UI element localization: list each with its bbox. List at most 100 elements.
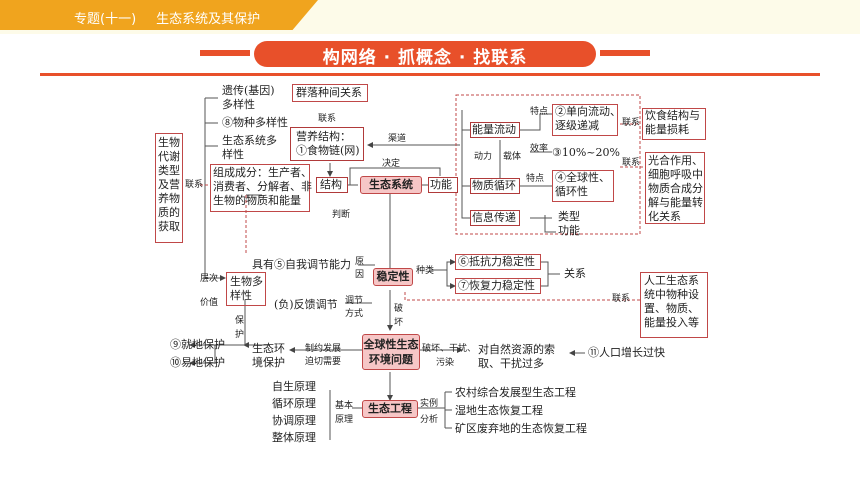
ecosystem-node: 生态系统	[360, 176, 422, 194]
regulate-label: 调节	[345, 296, 364, 306]
link1-label: 联系	[622, 118, 641, 128]
power-label: 动力	[474, 152, 493, 162]
resource-label: 对自然资源的索取、干扰过多	[478, 343, 555, 370]
example-3: 矿区废弃地的生态恢复工程	[455, 422, 587, 435]
value-label: 价值	[200, 298, 219, 308]
banner-wing-right	[600, 50, 650, 56]
link3-label: 联系	[612, 294, 631, 304]
genetic-diversity-label: 遗传(基因)多样性	[222, 84, 275, 111]
function-box	[428, 177, 458, 193]
one-way-box	[552, 104, 618, 136]
judge-label: 判断	[332, 210, 351, 220]
pollute-label: 污染	[436, 358, 455, 368]
stability-node: 稳定性	[373, 268, 413, 286]
diet-box	[642, 108, 706, 140]
principle-1: 自生原理	[272, 380, 316, 393]
photosynthesis-box	[645, 152, 705, 224]
community-link-label: 联系	[318, 114, 337, 124]
biodiversity-box	[226, 272, 266, 306]
global-cycle-label: ④全球性、循环性	[555, 171, 610, 198]
cause-label: 原	[355, 257, 365, 267]
artificial-label: 人工生态系统中物种设置、物质、能量投入等	[644, 274, 699, 329]
metabolism-box	[155, 133, 183, 243]
resist-label: ⑥抵抗力稳定性	[458, 255, 535, 268]
kind-label: 种类	[416, 266, 435, 276]
biodiversity-label: 生物多样性	[230, 275, 263, 302]
community-box	[292, 84, 368, 102]
global-cycle-box	[552, 170, 614, 202]
env-protect-label: 生态环境保护	[252, 342, 285, 369]
feedback-label: (负)反馈调节	[274, 298, 338, 311]
func-label: 功能	[558, 224, 580, 237]
banner	[254, 41, 596, 67]
banner-title: 构网络 · 抓概念 · 找联系	[322, 48, 528, 68]
feature-label: 特点	[530, 107, 549, 117]
link2-label: 联系	[622, 158, 641, 168]
metabolism-link-label: 联系	[185, 180, 204, 190]
example-1: 农村综合发展型生态工程	[455, 386, 576, 399]
diet-label: 饮食结构与能量损耗	[645, 109, 700, 136]
header-tab	[0, 0, 318, 30]
info-transfer-box	[470, 210, 520, 226]
destroy-label-2: 坏	[394, 318, 404, 328]
destroy-label: 破	[394, 304, 404, 314]
resist-box	[455, 254, 541, 270]
damage-label: 破坏、干扰、	[422, 344, 477, 354]
topic-label: 专题(十一)	[74, 12, 137, 27]
principle-label: 原理	[335, 415, 354, 425]
artificial-box	[640, 272, 708, 338]
self-regulation-label: 具有⑤自我调节能力	[252, 258, 351, 271]
species-diversity-label: ⑧物种多样性	[222, 116, 288, 129]
example-label: 实例	[420, 399, 439, 409]
decide-label: 决定	[382, 159, 401, 169]
global-env-node: 全球性生态环境问题	[362, 334, 420, 370]
onsite-protect-label: ⑨就地保护	[170, 338, 225, 351]
principle-3: 协调原理	[272, 414, 316, 427]
example-2: 湿地生态恢复工程	[455, 404, 543, 417]
type-label: 类型	[558, 210, 580, 223]
structure-label: 结构	[320, 178, 342, 191]
recover-box	[455, 278, 541, 294]
recover-label: ⑦恢复力稳定性	[458, 279, 535, 292]
population-label: ⑪人口增长过快	[588, 346, 665, 359]
photosynthesis-label: 光合作用、细胞呼吸中物质合成分解与能量转化关系	[648, 154, 703, 223]
basic-label: 基本	[335, 401, 354, 411]
nutrition-label: 营养结构：①食物链(网)	[296, 130, 360, 157]
carrier-label: 载体	[503, 152, 522, 162]
level-label: 层次	[200, 274, 219, 284]
nutrition-box	[290, 127, 364, 161]
urgent-label: 迫切需要	[305, 357, 342, 367]
energy-flow-box	[470, 122, 520, 138]
material-cycle-label: 物质循环	[472, 179, 516, 192]
relation-label: 关系	[564, 267, 586, 280]
energy-flow-label: 能量流动	[472, 123, 516, 136]
offsite-protect-label: ⑩易地保护	[170, 356, 225, 369]
banner-underline	[40, 73, 820, 76]
community-label: 群落种间关系	[296, 86, 362, 99]
cause-label-2: 因	[355, 270, 365, 280]
percent-label: ③10%~20%	[552, 146, 620, 159]
principle-4: 整体原理	[272, 431, 316, 444]
feature2-label: 特点	[526, 174, 545, 184]
material-cycle-box	[470, 178, 520, 194]
structure-box	[316, 177, 348, 193]
topic-title: 生态系统及其保护	[156, 12, 261, 27]
mode-label: 方式	[345, 309, 364, 319]
efficiency-label: 效率	[530, 144, 549, 154]
protect-label: 保护	[235, 316, 245, 340]
principle-2: 循环原理	[272, 397, 316, 410]
analysis-label: 分析	[420, 415, 439, 425]
ecosystem-diversity-label: 生态系统多样性	[222, 134, 277, 161]
eco-engineering-node: 生态工程	[362, 400, 418, 418]
restrict-label: 制约发展	[305, 344, 342, 354]
one-way-label: ②单向流动、逐级递减	[555, 105, 621, 132]
banner-wing-left	[200, 50, 250, 56]
info-transfer-label: 信息传递	[472, 211, 516, 224]
metabolism-label: 生物代谢类型及营养物质的获取	[158, 136, 180, 233]
function-label: 功能	[430, 178, 452, 191]
composition-box	[210, 164, 310, 212]
composition-label: 组成成分：生产者、消费者、分解者、非生物的物质和能量	[213, 166, 312, 207]
header-title: 专题(十一) 生态系统及其保护	[74, 8, 280, 27]
channel-label: 渠道	[388, 134, 407, 144]
